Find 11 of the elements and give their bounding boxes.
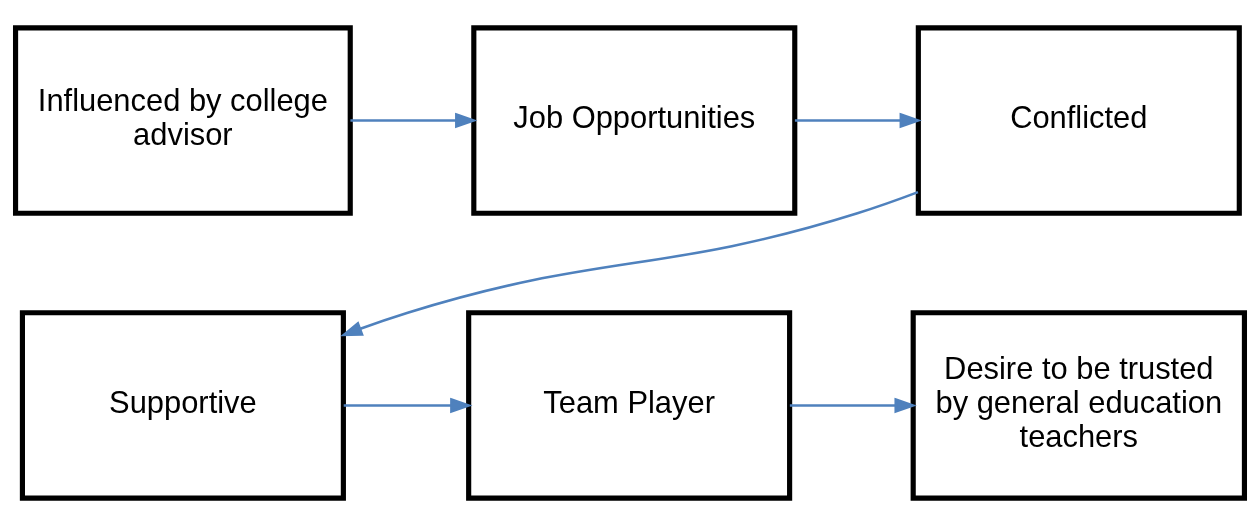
arrow [794,112,922,128]
node-box: Desire to be trusted by general education teachers [910,309,1247,501]
arrow [350,112,478,128]
node-box: Influenced by college advisor [13,24,353,216]
node-box: Job Opportunities [471,24,798,216]
arrow [789,397,917,413]
node-box: Team Player [466,309,793,501]
arrow [343,397,473,413]
node-box: Supportive [19,309,346,501]
node-box: Conflicted [915,24,1242,216]
arrow [340,190,919,336]
